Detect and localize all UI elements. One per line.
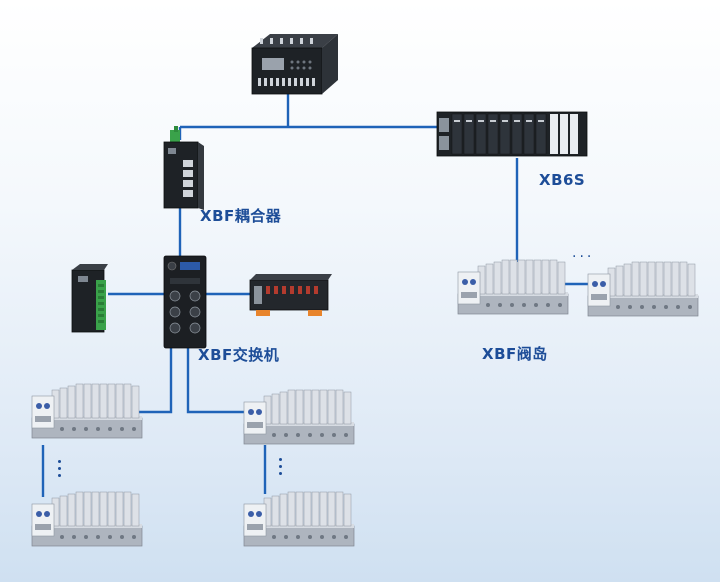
valve-island-right-1 [457, 259, 569, 315]
xb6s-device [436, 111, 588, 157]
connection-lines [41, 94, 596, 497]
switch-device [163, 255, 207, 349]
valve-island-right-2 [587, 261, 699, 317]
io-module-device [71, 264, 108, 333]
valve-island-left-top [31, 383, 143, 439]
continuation-dots-horizontal: ··· [572, 249, 595, 265]
valve-island-mid-bottom [243, 491, 355, 547]
plc-device [251, 34, 338, 95]
io-block-device [249, 274, 332, 316]
valve-island-mid-top [243, 389, 355, 445]
label-xb6s: XB6S [539, 171, 586, 189]
continuation-dots-mid [279, 458, 283, 479]
label-coupler: XBF耦合器 [200, 207, 282, 225]
label-switch: XBF交换机 [198, 346, 280, 364]
continuation-dots-left [58, 460, 62, 481]
coupler-device [163, 126, 204, 210]
valve-island-left-bottom [31, 491, 143, 547]
label-valve-island: XBF阀岛 [482, 345, 548, 363]
